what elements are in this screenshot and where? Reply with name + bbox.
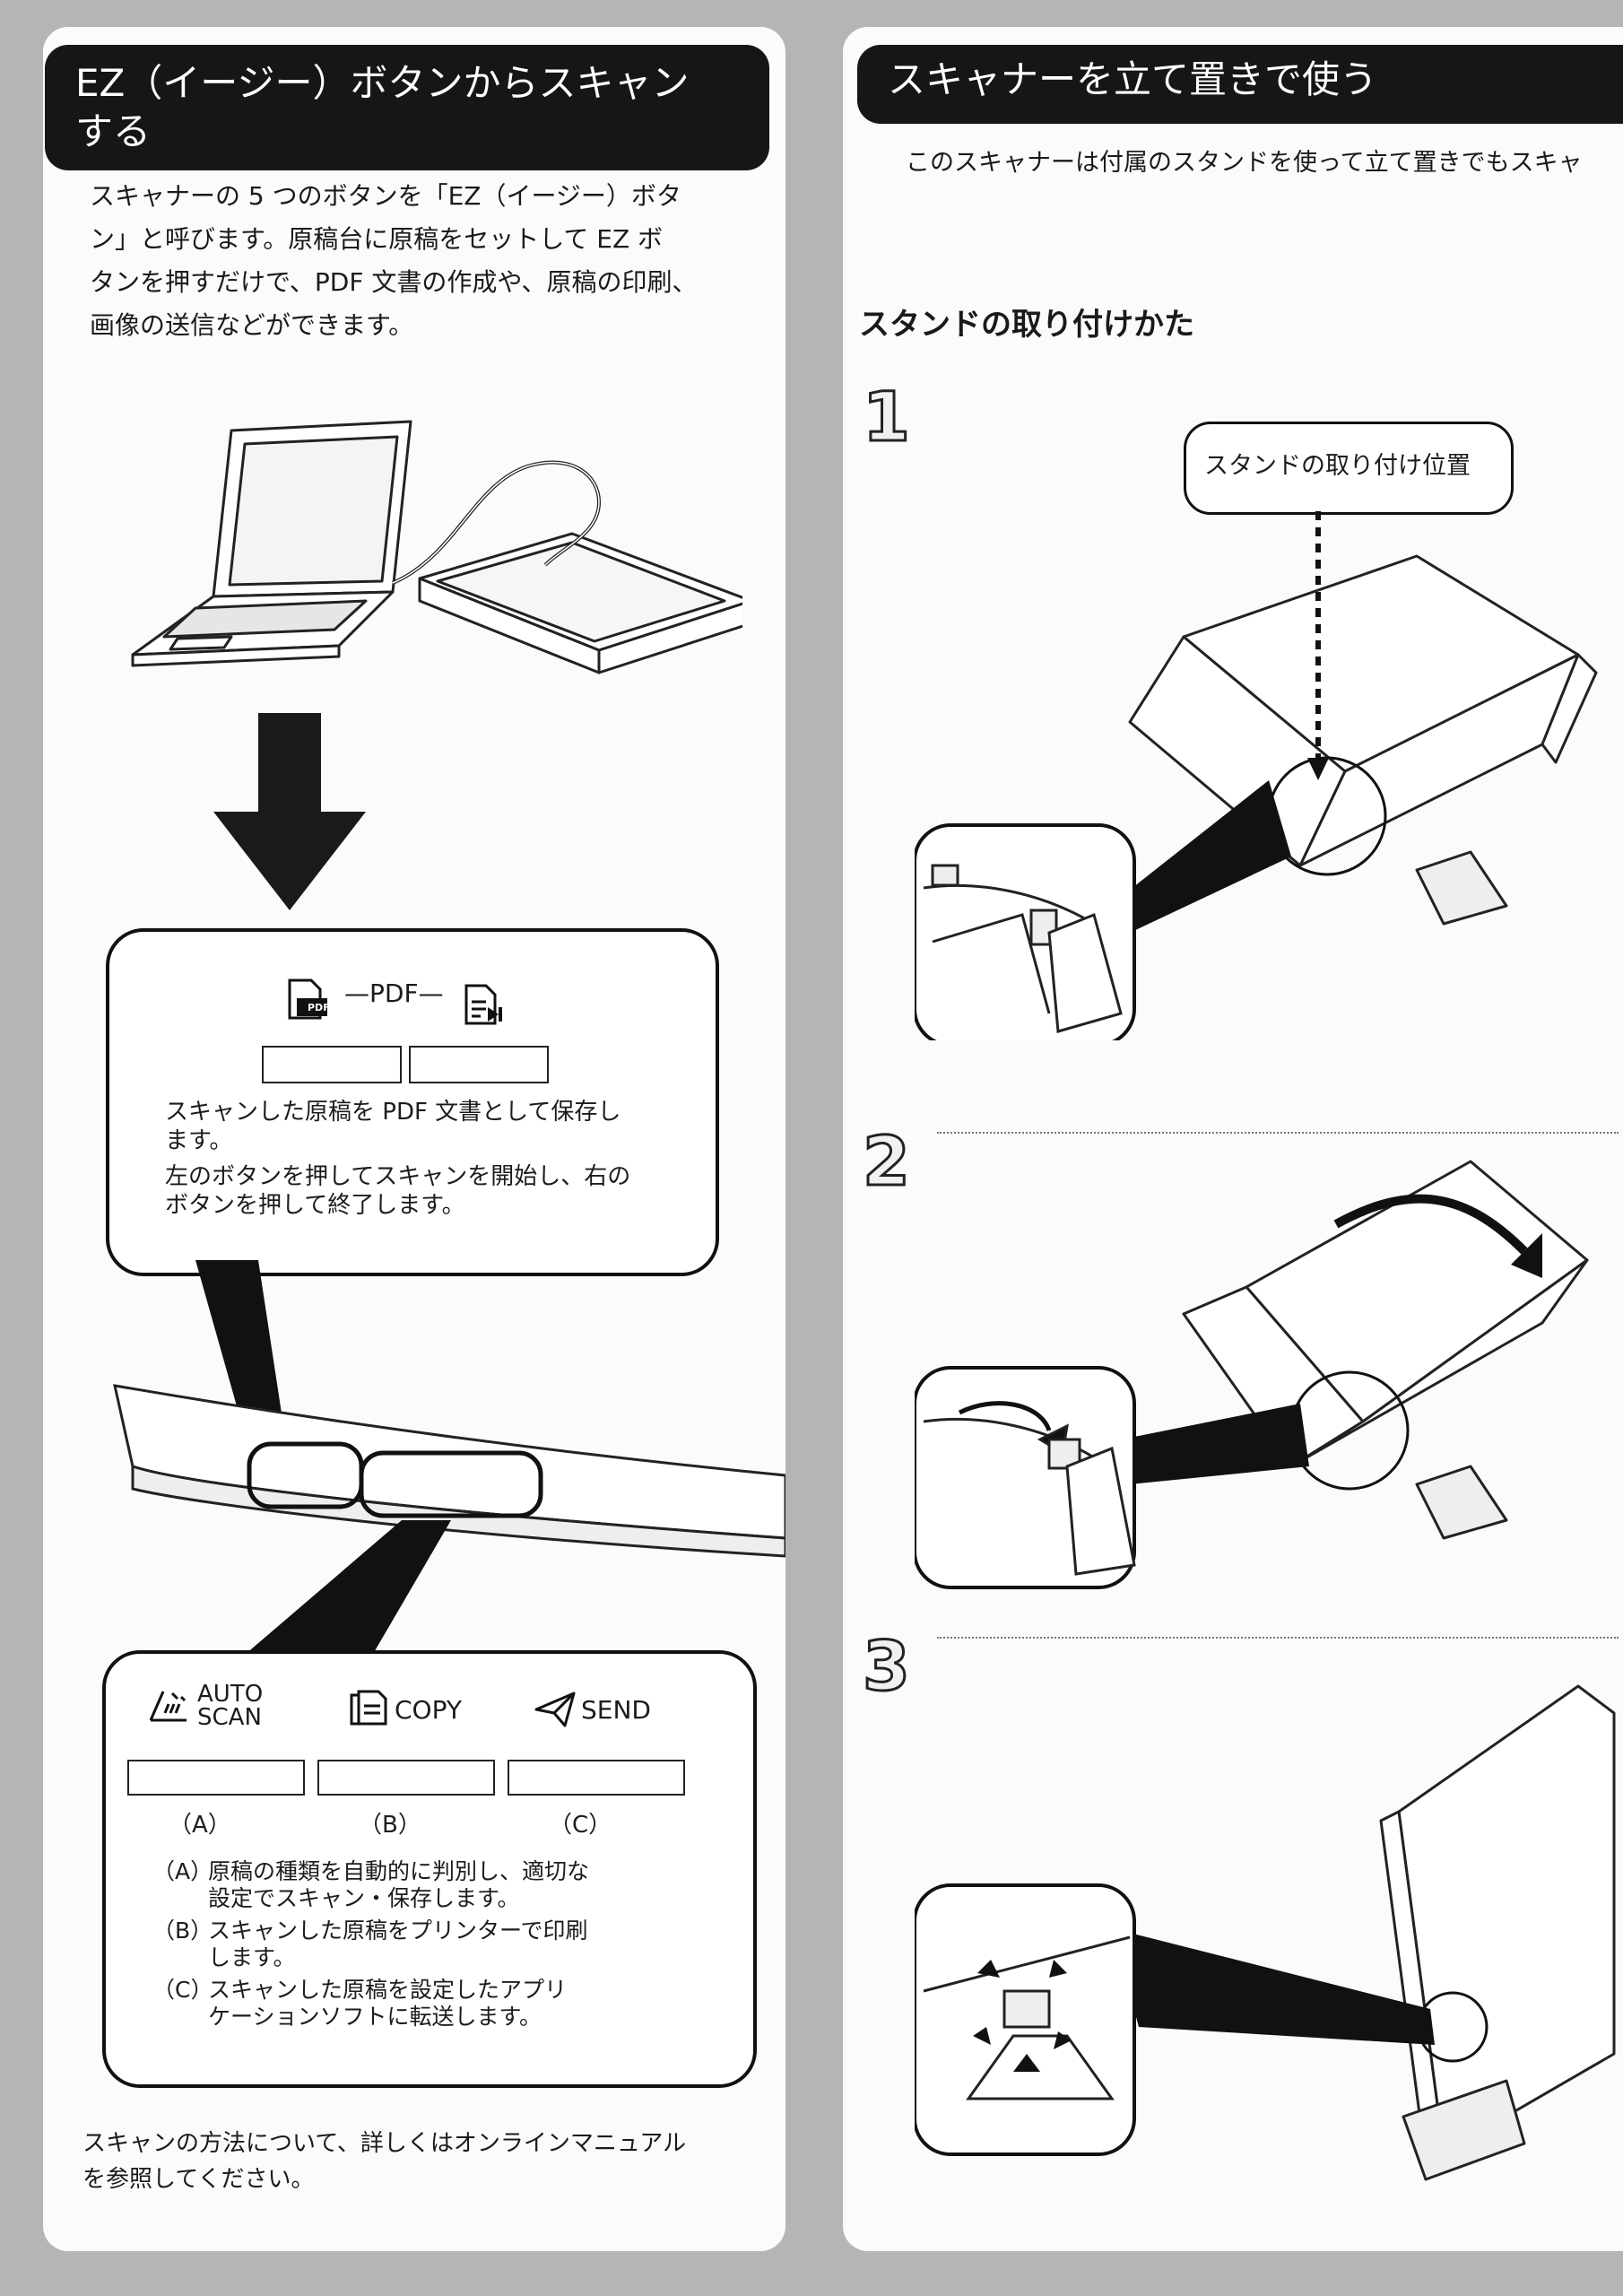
- heading-line: EZ（イージー）ボタンからスキャン: [75, 61, 690, 105]
- slot-label-a: （A）: [169, 1812, 231, 1839]
- step-number-1: 1: [862, 377, 912, 457]
- note-line: スキャンした原稿をプリンターで印刷: [208, 1918, 588, 1944]
- auto-scan-icon: [149, 1691, 187, 1722]
- step-number-3: 3: [862, 1626, 912, 1706]
- laptop-scanner-illustration: [131, 420, 742, 674]
- description-line: ます。: [165, 1127, 233, 1154]
- slot-label-c: （C）: [549, 1812, 612, 1839]
- auto-scan-label-line: SCAN: [197, 1704, 262, 1731]
- stand-position-label: スタンドの取り付け位置: [1204, 452, 1471, 480]
- left-panel: EZ（イージー）ボタンからスキャン する スキャナーの 5 つのボタンを「EZ（…: [43, 27, 785, 2251]
- step-number-2: 2: [862, 1121, 912, 1201]
- note-line: スキャンした原稿を設定したアプリ: [208, 1977, 568, 2003]
- intro-line: タンを押すだけで、PDF 文書の作成や、原稿の印刷、: [90, 267, 698, 297]
- section-heading-standing-use: スキャナーを立て置きで使う: [857, 45, 1623, 124]
- pdf-description: スキャンした原稿を PDF 文書として保存し ます。 左のボタンを押してスキャン…: [165, 1098, 630, 1220]
- note-key: （C）: [152, 1977, 213, 2003]
- step-divider: [937, 1132, 1619, 1134]
- slot-label-b: （B）: [359, 1812, 421, 1839]
- note-a: （A） 原稿の種類を自動的に判別し、適切な 設定でスキャン・保存します。: [152, 1858, 589, 1912]
- auto-scan-label-line: AUTO: [197, 1681, 264, 1708]
- intro-line: 画像の送信などができます。: [90, 310, 414, 340]
- pdf-finish-icon: [464, 984, 502, 1025]
- copy-label: COPY: [395, 1695, 462, 1725]
- auto-scan-label: AUTO SCAN: [197, 1683, 263, 1729]
- note-line: します。: [208, 1944, 296, 1970]
- pdf-label-text: PDF: [369, 978, 419, 1008]
- footer-note: スキャンの方法について、詳しくはオンラインマニュアル を参照してください。: [82, 2126, 686, 2197]
- pdf-document-icon: [288, 978, 327, 1020]
- note-line: ケーションソフトに転送します。: [208, 2004, 542, 2030]
- section-heading-ez-button: EZ（イージー）ボタンからスキャン する: [45, 45, 769, 170]
- note-line: 設定でスキャン・保存します。: [208, 1885, 520, 1911]
- pdf-icon-label: PDF: [308, 1002, 330, 1013]
- description-line: ボタンを押して終了します。: [165, 1192, 465, 1219]
- ez-buttons-callout: AUTO SCAN COPY SEND （A） （B） （C） （A） 原稿の種…: [102, 1650, 757, 2088]
- copy-button-slot: [317, 1760, 495, 1796]
- send-label: SEND: [581, 1695, 651, 1725]
- auto-scan-button-slot: [127, 1760, 305, 1796]
- intro-line: ン」と呼びます。原稿台に原稿をセットして EZ ボ: [90, 224, 664, 254]
- note-key: （A）: [152, 1858, 213, 1884]
- button-notes: （A） 原稿の種類を自動的に判別し、適切な 設定でスキャン・保存します。 （B）…: [152, 1858, 589, 2031]
- subheading-stand-attach: スタンドの取り付けかた: [859, 307, 1194, 343]
- description-line: スキャンした原稿を PDF 文書として保存し: [165, 1099, 621, 1126]
- copy-icon: [350, 1690, 387, 1726]
- note-line: 原稿の種類を自動的に判別し、適切な: [208, 1858, 590, 1884]
- heading-line: する: [75, 109, 152, 153]
- stand-position-callout: スタンドの取り付け位置: [1184, 422, 1514, 515]
- step-divider: [937, 1637, 1619, 1639]
- right-intro: このスキャナーは付属のスタンドを使って立て置きでもスキャ: [906, 149, 1583, 177]
- description-line: 左のボタンを押してスキャンを開始し、右の: [165, 1163, 631, 1190]
- pdf-label: —PDF—: [344, 978, 444, 1008]
- step2-illustration: [915, 1160, 1589, 1589]
- send-icon: [534, 1692, 576, 1727]
- intro-line: スキャナーの 5 つのボタンを「EZ（イージー）ボタ: [90, 181, 681, 211]
- footer-line: を参照してください。: [82, 2166, 315, 2193]
- step1-illustration: [915, 511, 1598, 1040]
- note-key: （B）: [152, 1918, 213, 1944]
- pdf-finish-button-slot: [409, 1046, 549, 1083]
- scanner-front-illustration: [113, 1260, 785, 1682]
- right-panel: スキャナーを立て置きで使う このスキャナーは付属のスタンドを使って立て置きでもス…: [843, 27, 1623, 2251]
- down-arrow-icon: [213, 713, 366, 910]
- intro-paragraph: スキャナーの 5 つのボタンを「EZ（イージー）ボタ ン」と呼びます。原稿台に原…: [90, 175, 771, 347]
- footer-line: スキャンの方法について、詳しくはオンラインマニュアル: [82, 2130, 687, 2157]
- pdf-start-button-slot: [262, 1046, 402, 1083]
- step3-illustration: [915, 1684, 1616, 2181]
- note-c: （C） スキャンした原稿を設定したアプリ ケーションソフトに転送します。: [152, 1977, 589, 2031]
- pdf-button-callout: PDF —PDF— スキャンした原稿を PDF 文書として保存し ます。 左のボ…: [106, 928, 719, 1276]
- send-button-slot: [508, 1760, 685, 1796]
- note-b: （B） スキャンした原稿をプリンターで印刷 します。: [152, 1918, 589, 1971]
